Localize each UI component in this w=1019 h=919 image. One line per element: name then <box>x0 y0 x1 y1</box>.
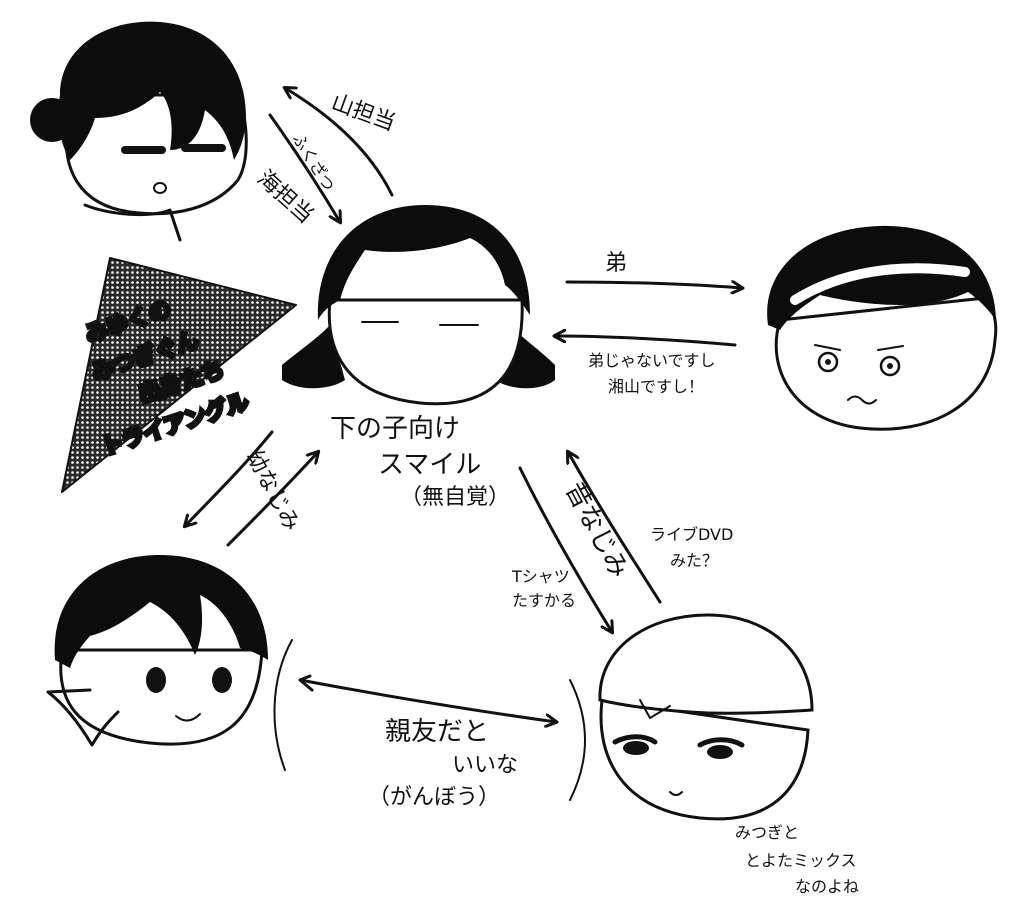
center-caption-line1: 下の子向け <box>330 414 460 444</box>
hair-highlight <box>790 263 970 305</box>
arrow-center-to-bottom-right <box>518 466 612 632</box>
eye-left <box>612 734 658 745</box>
bottom-right-caption-line2: とよたミックス <box>745 851 857 870</box>
arrow-right-to-center <box>555 336 737 347</box>
arrow-top-to-center-down <box>268 113 340 222</box>
label-top-mid: ふくざつ <box>289 130 339 194</box>
arrow-center-to-right <box>565 282 742 288</box>
hair-shape <box>317 205 530 320</box>
pigtail-left <box>282 325 345 389</box>
hair-shape <box>58 21 246 161</box>
screen-tone-triangle <box>61 257 297 493</box>
label-right-to-center-line2: 湘山ですし！ <box>608 377 704 396</box>
arrows-top: 山担当 ふくざつ 海担当 <box>252 88 399 229</box>
note-bottom-right-2-line1: Tシャツ <box>511 567 570 586</box>
character-bottom-right: みつぎと とよたミックス なのよね <box>598 613 859 896</box>
arrow-bottom-pair <box>298 678 556 722</box>
mouth <box>153 182 167 194</box>
character-bottom-left <box>46 555 269 747</box>
bottom-right-caption-line3: なのよね <box>795 877 859 896</box>
brows <box>814 344 904 351</box>
label-top-up: 山担当 <box>328 90 399 136</box>
label-top-down: 海担当 <box>252 166 318 229</box>
mouth <box>175 713 201 722</box>
label-right-to-center-line1: 弟じゃないですし <box>588 351 716 370</box>
label-center-to-right: 弟 <box>605 251 627 276</box>
arrow-center-to-bottom-left <box>185 430 274 526</box>
collar <box>46 688 120 747</box>
bottom-pair: 親友だと いいな （がんぼう） <box>273 639 586 810</box>
mouth <box>669 791 683 796</box>
character-right <box>767 225 998 431</box>
bracket-right <box>569 679 586 801</box>
arrow-bottom-left-to-center <box>226 452 318 547</box>
bottom-right-caption-line1: みつぎと <box>735 823 799 842</box>
bandana-knot <box>639 699 671 720</box>
bracket-left <box>273 639 293 771</box>
center-caption-line3: （無自覚） <box>400 485 510 510</box>
hair-shape <box>54 555 269 668</box>
label-center-bottom-right: 昔なじみ <box>559 477 634 583</box>
hair-bun <box>30 98 74 142</box>
label-bottom-pair-line1: 親友だと <box>385 717 489 747</box>
eye-left <box>146 667 166 693</box>
center-caption-line2: スマイル <box>378 450 481 480</box>
arrows-right: 弟 弟じゃないですし 湘山ですし！ <box>555 251 742 396</box>
arrows-left-bottom: 幼なじみ <box>185 430 318 547</box>
arrow-bottom-right-to-center <box>568 452 662 604</box>
character-top-left <box>30 21 248 242</box>
character-center: 下の子向け スマイル （無自覚） <box>282 205 555 510</box>
label-bottom-pair-line3: （がんぼう） <box>368 785 500 810</box>
note-bottom-right-1-line2: みた？ <box>670 551 718 570</box>
hair-shape <box>767 225 996 330</box>
note-bottom-right-2-line2: たすかる <box>512 591 576 610</box>
collar <box>83 203 182 242</box>
arrow-top-to-center-up <box>285 88 394 197</box>
note-bottom-right-1-line1: ライブDVD <box>650 525 733 544</box>
arrows-right-bottom: 昔なじみ ライブDVD みた？ Tシャツ たすかる <box>511 452 733 632</box>
label-bottom-pair-line2: いいな <box>452 753 518 778</box>
eye-right <box>697 737 745 748</box>
bandana <box>598 613 814 715</box>
mouth <box>847 395 877 405</box>
eye-right <box>212 667 232 693</box>
